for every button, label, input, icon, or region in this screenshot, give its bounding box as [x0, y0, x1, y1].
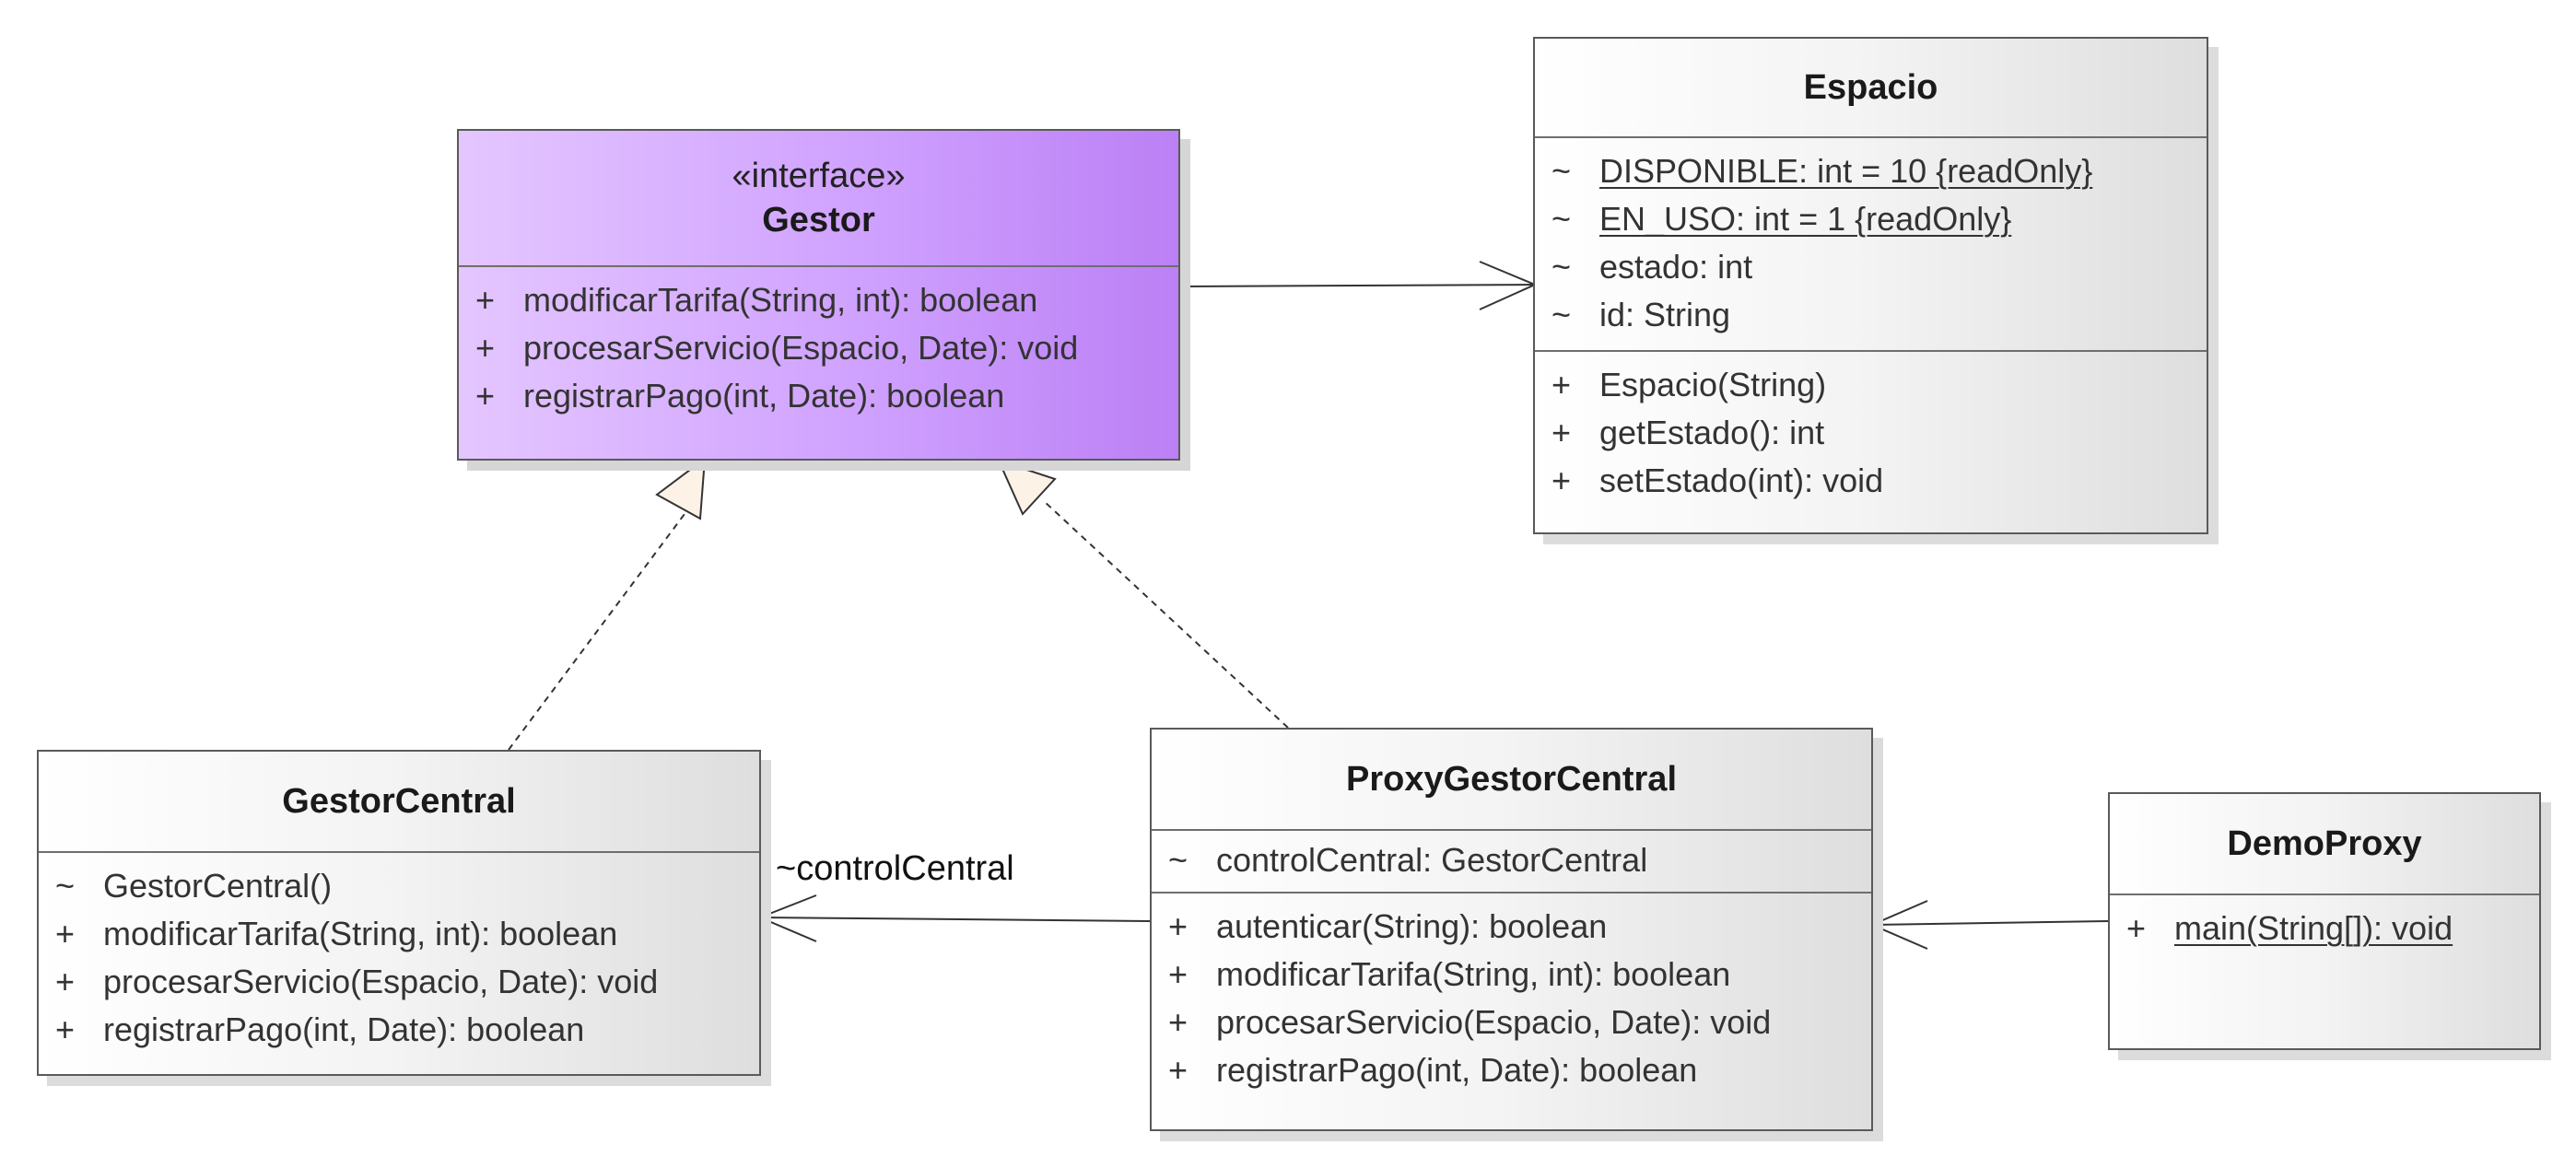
operation-item: +procesarServicio(Espacio, Date): void	[55, 963, 659, 1000]
operation-item: +autenticar(String): boolean	[1168, 907, 1608, 945]
class-demoproxy-header: DemoProxy	[2110, 794, 2539, 895]
operation-item: ~GestorCentral()	[55, 867, 333, 905]
operation-item: +modificarTarifa(String, int): boolean	[475, 281, 1038, 319]
class-gestor-header: «interface» Gestor	[459, 131, 1178, 267]
class-name: GestorCentral	[282, 782, 516, 821]
class-espacio[interactable]: Espacio ~DISPONIBLE: int = 10 {readOnly}…	[1533, 37, 2208, 534]
operation-item: +getEstado(): int	[1551, 414, 1825, 451]
operation-item: +modificarTarifa(String, int): boolean	[1168, 955, 1731, 993]
class-espacio-header: Espacio	[1535, 39, 2207, 138]
operation-item: +Espacio(String)	[1551, 366, 1827, 403]
attribute-item: ~id: String	[1551, 296, 1731, 333]
attribute-item: ~estado: int	[1551, 248, 1753, 286]
class-demoproxy[interactable]: DemoProxy +main(String[]): void	[2108, 792, 2541, 1050]
attribute-item: ~EN_USO: int = 1 {readOnly}	[1551, 200, 2012, 238]
class-proxy-header: ProxyGestorCentral	[1152, 730, 1871, 831]
attributes-compartment: ~controlCentral: GestorCentral	[1152, 831, 1871, 894]
class-gestor[interactable]: «interface» Gestor +modificarTarifa(Stri…	[457, 129, 1180, 461]
class-name: Gestor	[762, 201, 875, 239]
association-role-label: ~controlCentral	[776, 849, 1014, 888]
operation-item: +main(String[]): void	[2126, 909, 2453, 947]
association-demo-proxy	[1869, 900, 2109, 950]
class-proxygestorcentral[interactable]: ProxyGestorCentral ~controlCentral: Gest…	[1150, 728, 1873, 1131]
association-proxy-gestorcentral	[757, 894, 1151, 942]
attributes-compartment: ~DISPONIBLE: int = 10 {readOnly} ~EN_USO…	[1535, 138, 2207, 352]
class-name: DemoProxy	[2227, 824, 2422, 863]
operation-item: +modificarTarifa(String, int): boolean	[55, 915, 618, 952]
class-gestorcentral[interactable]: GestorCentral ~GestorCentral() +modifica…	[37, 750, 761, 1076]
operations-compartment: +modificarTarifa(String, int): boolean +…	[459, 267, 1178, 431]
realization-gestorcentral-gestor	[508, 456, 707, 751]
operations-compartment: ~GestorCentral() +modificarTarifa(String…	[39, 853, 759, 1065]
stereotype-label: «interface»	[732, 157, 906, 195]
association-gestor-espacio	[1179, 261, 1538, 310]
class-gestorcentral-header: GestorCentral	[39, 752, 759, 853]
attribute-item: ~DISPONIBLE: int = 10 {readOnly}	[1551, 152, 2093, 190]
operations-compartment: +Espacio(String) +getEstado(): int +setE…	[1535, 352, 2207, 516]
operation-item: +registrarPago(int, Date): boolean	[475, 377, 1005, 415]
operations-compartment: +main(String[]): void	[2110, 895, 2539, 964]
realization-proxy-gestor	[997, 459, 1289, 729]
operation-item: +setEstado(int): void	[1551, 461, 1884, 499]
operation-item: +procesarServicio(Espacio, Date): void	[475, 329, 1079, 367]
attribute-item: ~controlCentral: GestorCentral	[1168, 841, 1648, 879]
operation-item: +registrarPago(int, Date): boolean	[55, 1010, 585, 1048]
operations-compartment: +autenticar(String): boolean +modificarT…	[1152, 894, 1871, 1105]
class-name: ProxyGestorCentral	[1345, 760, 1677, 799]
class-name: Espacio	[1803, 68, 1938, 107]
operation-item: +registrarPago(int, Date): boolean	[1168, 1051, 1698, 1089]
operation-item: +procesarServicio(Espacio, Date): void	[1168, 1003, 1772, 1041]
